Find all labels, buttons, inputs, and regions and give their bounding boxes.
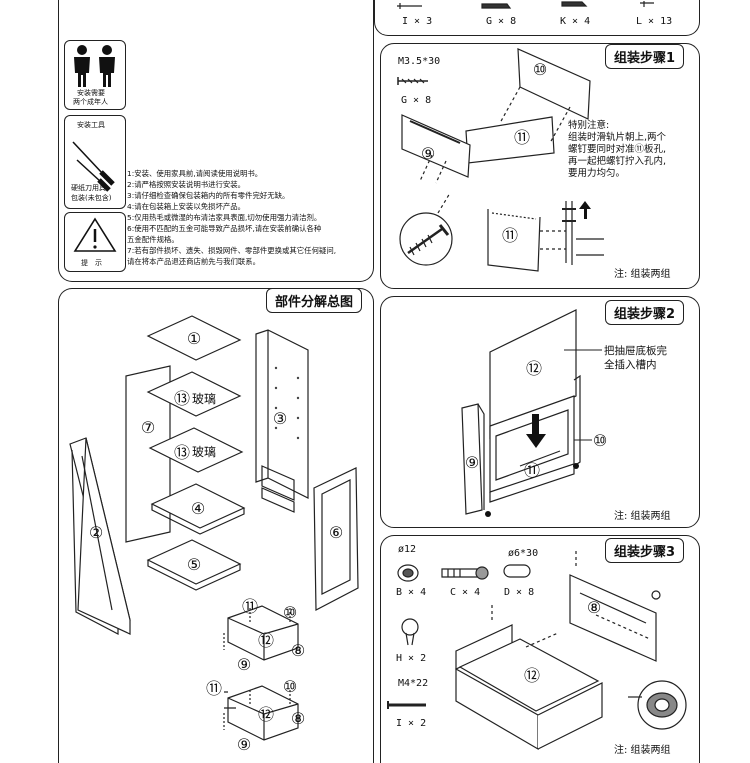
step3-title: 组装步骤3 (605, 538, 685, 563)
step2-part-12: ⑫ (526, 359, 542, 378)
instruction-5: 5:仅用热毛或微湿的布清洁家具表面,切勿使用强力清洁剂。 (127, 213, 322, 222)
hardware-d-spec: ø6*30 (508, 548, 539, 559)
part-12-label-a: ⑫ (258, 631, 274, 650)
hardware-d-count: D × 8 (504, 587, 535, 598)
hardware-i-count: I × 3 (402, 16, 433, 27)
step3-part-12: ⑫ (524, 666, 540, 685)
instruction-4: 4:请在包装箱上安装以免损坏产品。 (127, 202, 246, 211)
part-4-label: ④ (191, 499, 205, 518)
tools-label: 安装工具 (77, 121, 105, 129)
step1-note: 特别注意: 组装时滑轨片朝上,两个 螺钉要同时对准⑪板孔, 再一起把螺钉拧入孔内… (568, 120, 666, 180)
step1-note-line-3: 再一起把螺钉拧入孔内, (568, 156, 667, 167)
step2-note-line-1: 把抽屉底板完 (604, 345, 667, 357)
hardware-i-spec: M4*22 (398, 678, 429, 689)
step2-title: 组装步骤2 (605, 300, 685, 325)
step1-title: 组装步骤1 (605, 44, 685, 69)
step1-part-11b: ⑪ (502, 226, 518, 245)
instruction-3: 3:请仔细检查确保包装箱内的所有零件完好无缺。 (127, 191, 290, 200)
warning-label: 提 示 (81, 259, 102, 267)
part-11-label-b: ⑪ (206, 679, 222, 698)
step1-diagram: ⑩ ⑪ ⑨ ⑪ (380, 43, 700, 289)
people-box: 安装需要 两个成年人 (64, 40, 126, 110)
part-12-label-b: ⑫ (258, 705, 274, 724)
step1-note-line-4: 要用力均匀。 (568, 168, 626, 179)
step1-note-title: 特别注意: (568, 120, 610, 131)
part-8-label-a: ⑧ (291, 641, 305, 660)
part-10-label-b: ⑩ (283, 677, 297, 696)
step2-diagram: ⑫ ⑨ ⑪ ⑩ (380, 296, 700, 528)
packaging-label-1: 硬纸刀用具 (71, 184, 106, 192)
part-9-label-a: ⑨ (237, 655, 251, 674)
part-8-label-b: ⑧ (291, 709, 305, 728)
tools-box: 安装工具 硬纸刀用具 包装(未包含) (64, 115, 126, 209)
step2-note: 把抽屉底板完 全插入槽内 (604, 344, 667, 372)
top-right-divider (374, 0, 700, 36)
step2-part-9: ⑨ (465, 453, 479, 472)
part-2-label: ② (89, 523, 103, 542)
part-10-label-a: ⑩ (283, 603, 297, 622)
instruction-2: 2:请严格按照安装说明书进行安装。 (127, 180, 246, 189)
step3-diagram: ⑧ ⑫ (380, 535, 700, 763)
step1-part-9: ⑨ (421, 144, 435, 163)
install-people-label-2: 两个成年人 (73, 98, 108, 106)
step1-part-11: ⑪ (514, 128, 530, 147)
glass-label-b: 玻璃 (192, 445, 217, 459)
hardware-i-count-step3: I × 2 (396, 718, 427, 729)
step2-note-line-2: 全插入槽内 (604, 359, 657, 371)
exploded-view-diagram: ① ② ③ ④ ⑤ ⑥ ⑦ ⑧ ⑧ ⑨ ⑨ ⑩ ⑩ ⑪ ⑪ ⑫ ⑫ ⑬ ⑬ (58, 288, 374, 763)
instruction-list: 1:安装、使用家具前,请阅读使用说明书。 2:请严格按照安装说明书进行安装。 3… (127, 168, 371, 267)
step1-part-10: ⑩ (533, 60, 547, 79)
step1-screw-spec: M3.5*30 (398, 56, 441, 67)
instruction-7b: 请在将本产品退还商店前先与我们联系。 (127, 257, 261, 266)
part-7-label: ⑦ (141, 418, 155, 437)
step3-footer: 注: 组装两组 (614, 745, 671, 756)
step1-note-line-1: 组装时滑轨片朝上,两个 (568, 132, 667, 143)
part-6-label: ⑥ (329, 523, 343, 542)
step1-note-line-2: 螺钉要同时对准⑪板孔, (568, 144, 667, 155)
step2-part-10: ⑩ (593, 431, 607, 450)
instruction-1: 1:安装、使用家具前,请阅读使用说明书。 (127, 169, 263, 178)
instruction-6b: 五金配件规格。 (127, 235, 179, 244)
hardware-l-count: L × 13 (636, 16, 673, 27)
hardware-c-count: C × 4 (450, 587, 481, 598)
install-people-label-1: 安装需要 (77, 89, 105, 97)
part-11-label-a: ⑪ (242, 597, 258, 616)
top-hardware-row: I × 3 G × 8 K × 4 L × 13 (382, 0, 692, 32)
step3-part-8: ⑧ (587, 598, 601, 617)
part-5-label: ⑤ (187, 555, 201, 574)
hardware-g-count: G × 8 (486, 16, 517, 27)
step1-screw-count: G × 8 (401, 95, 432, 106)
exploded-view-title: 部件分解总图 (266, 288, 363, 313)
hardware-b-spec: ø12 (398, 544, 417, 555)
part-1-label: ① (187, 329, 201, 348)
part-9-label-b: ⑨ (237, 735, 251, 754)
warning-box: 提 示 (64, 212, 126, 272)
part-13-label-b: ⑬ (174, 443, 190, 462)
instruction-7: 7:若有部件损坏、遗失、损毁网件、零部件更换或其它任何疑问, (127, 246, 337, 255)
instruction-6: 6:使用不匹配的五金可能导致产品损坏,请在安装前确认各种 (127, 224, 322, 233)
hardware-h-count: H × 2 (396, 653, 427, 664)
step1-footer: 注: 组装两组 (614, 269, 671, 280)
part-3-label: ③ (273, 409, 287, 428)
step2-footer: 注: 组装两组 (614, 511, 671, 522)
hardware-b-count: B × 4 (396, 587, 427, 598)
step2-part-11: ⑪ (524, 461, 540, 480)
packaging-label-2: 包装(未包含) (71, 194, 112, 202)
glass-label-a: 玻璃 (192, 392, 217, 406)
part-13-label-a: ⑬ (174, 389, 190, 408)
hardware-k-count: K × 4 (560, 16, 591, 27)
